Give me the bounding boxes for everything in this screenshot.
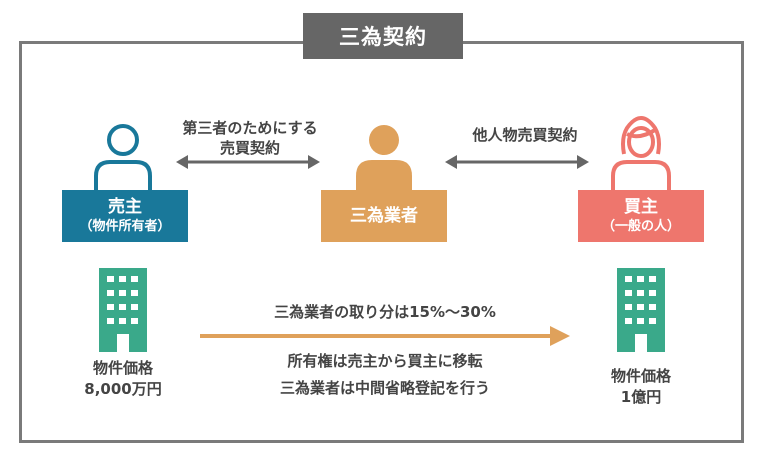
- right-contract-label: 他人物売買契約: [472, 126, 578, 144]
- right-contract-arrow: [445, 155, 589, 169]
- woman-outline-icon: [611, 115, 671, 190]
- seller-price-label: 物件価格: [92, 359, 153, 377]
- agent-box: 三為業者: [321, 190, 447, 242]
- building-icon: [617, 268, 665, 352]
- registration-text: 三為業者は中間省略登記を行う: [279, 379, 490, 397]
- buyer-price: 物件価格 1億円: [580, 366, 702, 408]
- buyer-label: 買主: [624, 197, 658, 217]
- seller-box: 売主 （物件所有者）: [62, 190, 188, 242]
- left-contract-line1: 第三者のためにする: [182, 119, 318, 137]
- seller-sub-label: （物件所有者）: [79, 219, 171, 234]
- seller-label: 売主: [108, 197, 142, 217]
- left-contract-line2: 売買契約: [219, 139, 280, 157]
- ownership-transfer-text: 所有権は売主から買主に移転: [287, 352, 483, 370]
- left-contract-arrow: [176, 155, 320, 169]
- left-contract-label: 第三者のためにする 売買契約: [165, 118, 335, 158]
- seller-price: 物件価格 8,000万円: [62, 358, 184, 400]
- flow-arrow: [200, 326, 570, 346]
- person-solid-icon: [356, 125, 412, 192]
- buyer-price-label: 物件価格: [610, 367, 671, 385]
- buyer-price-value: 1億円: [620, 388, 662, 406]
- buyer-box: 買主 （一般の人）: [578, 190, 704, 242]
- buyer-sub-label: （一般の人）: [601, 219, 680, 234]
- seller-price-value: 8,000万円: [84, 380, 162, 398]
- person-outline-icon: [94, 124, 152, 190]
- agent-share-text: 三為業者の取り分は15%〜30%: [274, 303, 496, 321]
- diagram-title: 三為契約: [303, 13, 463, 59]
- building-icon: [99, 268, 147, 352]
- agent-label: 三為業者: [350, 206, 418, 226]
